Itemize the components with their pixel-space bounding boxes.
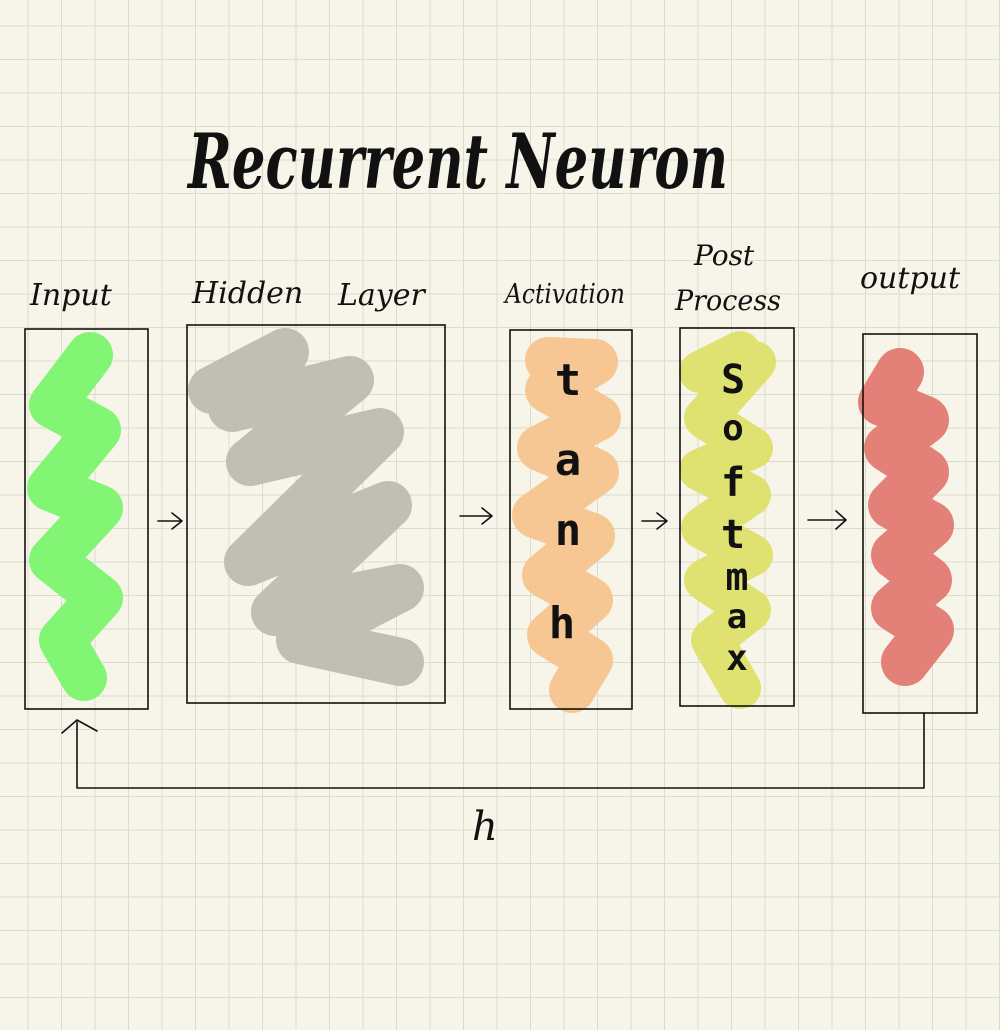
activation-letter-n: n	[555, 505, 582, 556]
post-letter-t: t	[721, 512, 745, 558]
output-label: output	[860, 261, 961, 296]
hidden-label: Hidden	[191, 276, 303, 311]
input-scribble	[27, 332, 123, 701]
activation-letter-a: a	[555, 435, 582, 486]
post-label: Post	[693, 239, 755, 272]
arrow-post-output	[807, 510, 847, 530]
activation-letter-t: t	[555, 355, 582, 406]
post-letter-o: o	[722, 408, 744, 449]
post-letter-S: S	[721, 357, 745, 403]
post-letter-x: x	[726, 638, 748, 679]
arrow-hidden-activation	[459, 507, 493, 525]
arrow-activation-post	[641, 512, 668, 530]
input-label: Input	[29, 278, 113, 313]
post-letter-m: m	[726, 555, 749, 599]
diagram-title: Recurrent Neuron	[187, 117, 728, 206]
feedback-arrowhead	[61, 719, 98, 734]
hidden-box	[186, 324, 446, 704]
arrow-input-hidden	[157, 512, 183, 530]
process-label: Process	[674, 284, 781, 317]
output-stage	[858, 333, 978, 714]
activation-scribble	[512, 337, 621, 713]
hidden-stage	[186, 324, 446, 704]
post-process-box	[679, 327, 795, 707]
post-letter-f: f	[721, 460, 745, 506]
layer-label: Layer	[337, 278, 427, 313]
input-stage	[24, 328, 149, 710]
feedback-line	[76, 712, 925, 789]
activation-letter-h: h	[549, 598, 576, 649]
activation-label: Activation	[502, 279, 625, 310]
input-box	[24, 328, 149, 710]
activation-stage: t a n h	[509, 329, 633, 713]
post-process-stage: S o f t m a x	[679, 327, 795, 709]
output-box	[862, 333, 978, 714]
feedback-label: h	[472, 804, 498, 850]
output-scribble	[858, 348, 954, 686]
post-process-scribble	[679, 331, 776, 709]
hidden-scribble	[188, 328, 424, 686]
post-letter-a: a	[727, 597, 747, 637]
activation-box	[509, 329, 633, 710]
feedback-loop: h	[61, 712, 925, 850]
